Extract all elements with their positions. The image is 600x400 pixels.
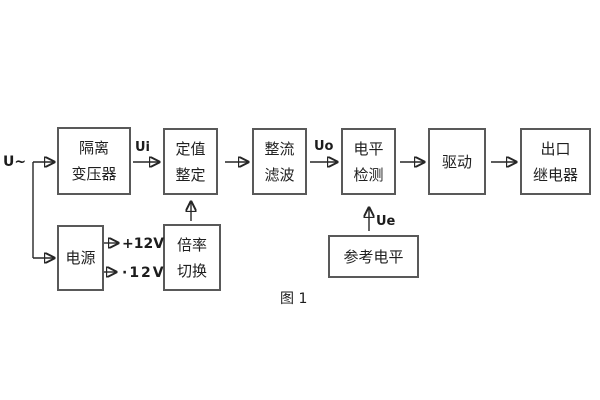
block-level-detector-line2: 检测	[353, 165, 384, 184]
label-ui: Ui	[135, 140, 151, 155]
block-output-relay-line1: 出口	[540, 139, 571, 158]
block-rectifier-filter: 整流 滤波	[252, 128, 307, 195]
block-reference-level-line1: 参考电平	[343, 247, 404, 266]
block-setpoint-adjust: 定值 整定	[163, 128, 218, 195]
block-rectifier-filter-line2: 滤波	[264, 165, 295, 184]
block-driver-line1: 驱动	[441, 152, 472, 171]
block-driver: 驱动	[428, 128, 486, 195]
label-uo: Uo	[314, 139, 334, 154]
block-setpoint-adjust-line1: 定值	[175, 139, 206, 158]
block-reference-level: 参考电平	[328, 235, 419, 278]
block-ratio-switch-line1: 倍率	[176, 235, 207, 254]
block-isolation-transformer-line1: 隔离	[78, 139, 109, 157]
label-ue: Ue	[376, 214, 396, 229]
block-level-detector-line1: 电平	[353, 139, 384, 158]
block-level-detector: 电平 检测	[341, 128, 396, 195]
block-power-supply-line1: 电源	[65, 249, 96, 267]
label-input-voltage: U~	[3, 154, 27, 170]
block-ratio-switch-line2: 切换	[176, 261, 207, 280]
label-neg-12v: ·12V	[122, 265, 166, 281]
block-output-relay-line2: 继电器	[532, 165, 578, 184]
block-setpoint-adjust-line2: 整定	[175, 165, 206, 184]
label-pos-12v: +12V	[122, 236, 165, 252]
block-rectifier-filter-line1: 整流	[264, 139, 295, 158]
block-isolation-transformer: 隔离 变压器	[57, 127, 131, 195]
block-power-supply: 电源	[57, 225, 104, 291]
block-output-relay: 出口 继电器	[520, 128, 591, 195]
block-isolation-transformer-line2: 变压器	[71, 165, 117, 183]
figure-caption: 图 1	[280, 291, 308, 307]
block-ratio-switch: 倍率 切换	[163, 224, 221, 291]
